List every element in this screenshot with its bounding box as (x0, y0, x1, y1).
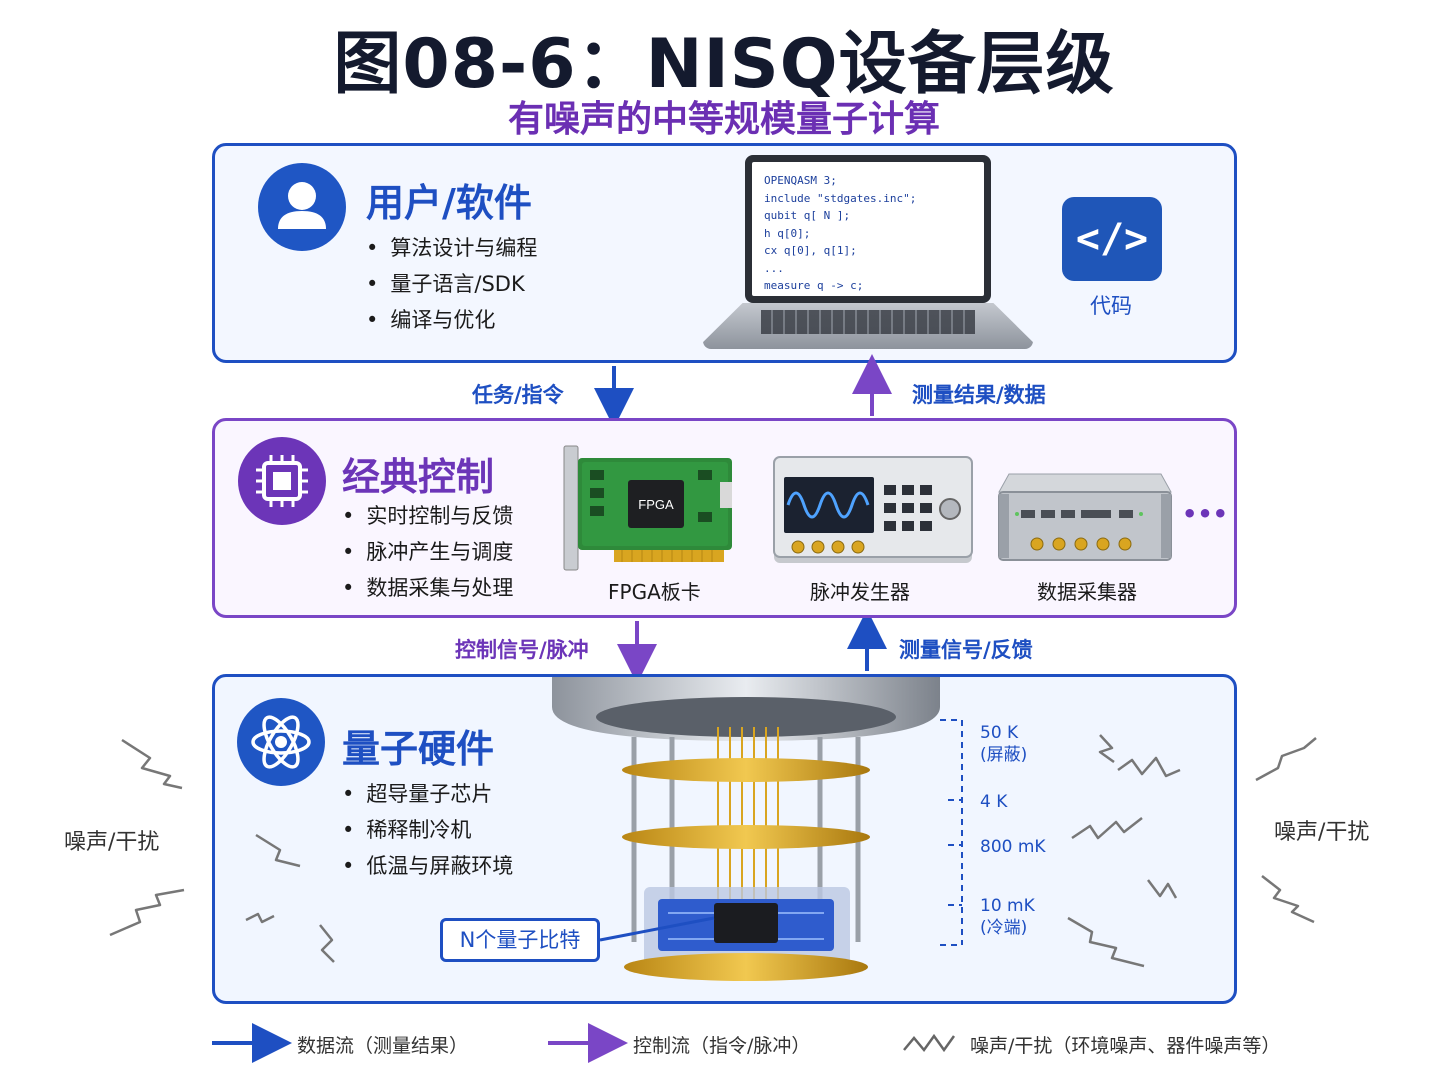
user-layer-bullets: 算法设计与编程 量子语言/SDK 编译与优化 (366, 230, 537, 338)
page-subtitle: 有噪声的中等规模量子计算 (507, 99, 940, 140)
legend-data-flow: 数据流（测量结果） (297, 1035, 469, 1057)
code-line: h q[0]; (764, 226, 811, 240)
fpga-board-illustration: FPGA (563, 445, 732, 571)
hardware-bullet: 稀释制冷机 (342, 812, 513, 848)
temp-value: 4 K (980, 792, 1008, 812)
pulse-generator-label: 脉冲发生器 (810, 580, 910, 604)
laptop-keys (761, 310, 975, 334)
temp-note: (冷端) (980, 918, 1028, 938)
dilution-refrigerator-illustration (552, 677, 940, 981)
atom-icon (237, 698, 325, 786)
control-bullet: 数据采集与处理 (342, 570, 513, 606)
code-label: 代码 (1090, 294, 1132, 318)
hardware-bullet: 超导量子芯片 (342, 776, 513, 812)
user-bullet: 编译与优化 (366, 302, 537, 338)
data-acquisition-illustration (998, 473, 1172, 561)
fpga-board-label: FPGA板卡 (608, 580, 701, 604)
temp-note: (屏蔽) (980, 745, 1028, 765)
code-line: qubit q[ N ]; (764, 209, 851, 222)
temp-stage-800mk: 800 mK (980, 836, 1046, 858)
result-flow-label: 测量结果/数据 (912, 383, 1046, 407)
code-line: measure q -> c; (764, 279, 864, 292)
laptop-screen: OPENQASM 3; include "stdgates.inc"; qubi… (745, 155, 991, 303)
temp-stage-4k: 4 K (980, 791, 1007, 813)
qubit-count-label: N个量子比特 (440, 918, 600, 962)
temp-stage-10mk: 10 mK (冷端) (980, 895, 1035, 939)
data-acquisition-label: 数据采集器 (1037, 580, 1137, 604)
more-devices-ellipsis: ••• (1182, 500, 1229, 528)
user-bullet: 量子语言/SDK (366, 266, 537, 302)
temp-value: 10 mK (980, 896, 1035, 916)
hardware-layer-title: 量子硬件 (342, 727, 495, 771)
hardware-bullet: 低温与屏蔽环境 (342, 848, 513, 884)
code-editor: OPENQASM 3; include "stdgates.inc"; qubi… (752, 162, 984, 296)
page-title: 图08-6：NISQ设备层级 (333, 25, 1115, 104)
measure-signal-label: 测量信号/反馈 (899, 638, 1033, 662)
legend-control-flow: 控制流（指令/脉冲） (633, 1035, 811, 1057)
pulse-generator-illustration (773, 456, 973, 563)
noise-label-right: 噪声/干扰 (1274, 820, 1370, 845)
control-bullet: 实时控制与反馈 (342, 498, 513, 534)
user-icon (258, 163, 346, 251)
legend-noise: 噪声/干扰（环境噪声、器件噪声等） (970, 1035, 1281, 1057)
temp-value: 50 K (980, 723, 1019, 743)
control-bullet: 脉冲产生与调度 (342, 534, 513, 570)
fpga-chip-text: FPGA (638, 497, 674, 512)
laptop-illustration: OPENQASM 3; include "stdgates.inc"; qubi… (703, 155, 1033, 355)
code-line: OPENQASM 3; (764, 174, 837, 187)
temp-stage-50k: 50 K (屏蔽) (980, 722, 1027, 766)
task-flow-label: 任务/指令 (472, 383, 564, 407)
temp-value: 800 mK (980, 837, 1046, 857)
code-line: include "stdgates.inc"; (764, 191, 917, 205)
legend-noise-squiggle (903, 1033, 956, 1053)
hardware-layer-bullets: 超导量子芯片 稀释制冷机 低温与屏蔽环境 (342, 776, 513, 884)
control-layer-bullets: 实时控制与反馈 脉冲产生与调度 数据采集与处理 (342, 498, 513, 606)
code-line: ... (764, 261, 784, 275)
noise-label-left: 噪声/干扰 (64, 830, 160, 855)
control-layer-title: 经典控制 (342, 455, 495, 499)
user-bullet: 算法设计与编程 (366, 230, 537, 266)
chip-icon (238, 437, 326, 525)
code-icon: </> (1062, 197, 1162, 281)
code-line: cx q[0], q[1]; (764, 244, 857, 257)
user-layer-title: 用户/软件 (366, 181, 532, 225)
control-signal-label: 控制信号/脉冲 (455, 638, 589, 662)
